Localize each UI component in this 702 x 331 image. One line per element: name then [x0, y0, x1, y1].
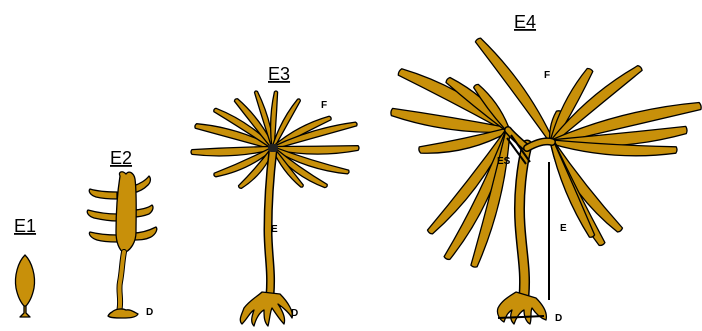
stage-e1-holdfast — [20, 306, 30, 317]
stage-e4-label-es: ES — [497, 156, 511, 167]
stage-e2-branch — [87, 210, 117, 221]
stage-e4-title: E4 — [514, 12, 536, 32]
stage-e2-branch — [89, 189, 117, 199]
stage-e1: E1 — [14, 216, 36, 317]
stage-e3-label-f: F — [321, 100, 327, 111]
stage-e4-label-f: F — [544, 70, 550, 81]
stage-e2-blade — [116, 172, 136, 253]
stage-e4-holdfast — [497, 292, 546, 324]
stage-e1-title: E1 — [14, 216, 36, 236]
stage-e3-label-d: D — [291, 308, 298, 319]
stage-e3-transition-node — [268, 144, 278, 152]
stage-e2-title: E2 — [110, 148, 132, 168]
stage-e4-stipe — [519, 145, 527, 296]
stage-e3-title: E3 — [268, 64, 290, 84]
stage-e2: E2 D — [87, 148, 157, 318]
stage-e2-holdfast — [108, 309, 138, 318]
stage-e3-label-e: E — [271, 224, 278, 235]
stage-e4-label-d: D — [555, 313, 562, 324]
stage-e2-label-d: D — [146, 307, 153, 318]
stage-e1-blade — [15, 255, 34, 307]
stage-e3: E3 F E D — [191, 64, 359, 326]
stage-e4-label-e: E — [560, 223, 567, 234]
stage-e3-holdfast — [240, 292, 292, 326]
stage-e2-branch — [89, 232, 117, 242]
stage-e4: E4 F ES E D — [391, 12, 701, 324]
